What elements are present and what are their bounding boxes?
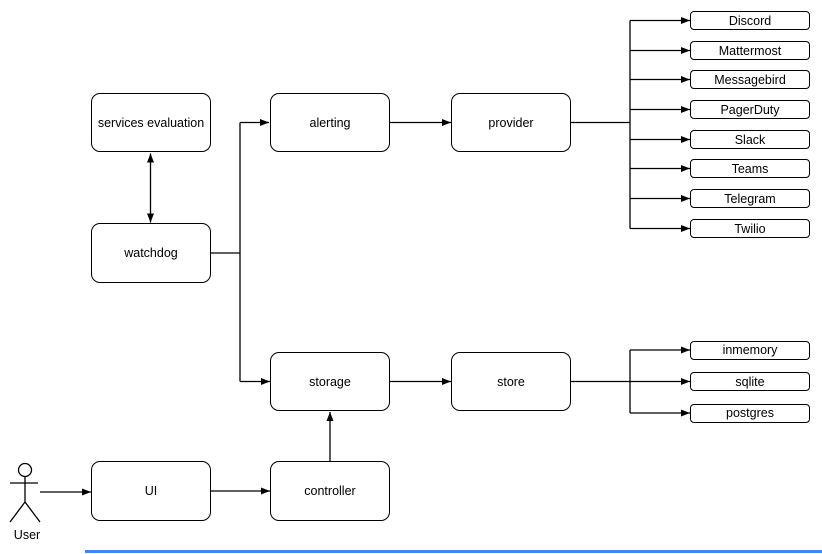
store-item-inmemory: inmemory [690,340,810,360]
edge-store-spine [571,350,631,413]
provider-item-mattermost: Mattermost [690,41,810,60]
actor-label: User [13,528,41,542]
provider-item-pagerduty-label: PagerDuty [720,102,780,117]
provider-item-twilio: Twilio [690,219,810,238]
provider-item-slack-label: Slack [734,132,766,147]
node-watchdog-label: watchdog [124,246,178,260]
provider-item-messagebird: Messagebird [690,70,810,89]
store-item-postgres-label: postgres [726,406,774,420]
node-store-label: store [497,374,525,389]
store-item-inmemory-label: inmemory [722,343,778,357]
node-storage-label: storage [309,374,351,389]
provider-item-messagebird-label: Messagebird [714,72,786,87]
edge-provider-spine [571,20,631,229]
provider-item-slack: Slack [690,130,810,149]
node-alerting-label: alerting [309,115,351,130]
node-store: store [451,352,571,411]
provider-item-discord-label: Discord [728,13,772,28]
bottom-accent-line [85,550,822,553]
node-ui: UI [91,461,211,521]
provider-item-telegram: Telegram [690,189,810,208]
node-provider: provider [451,93,571,152]
store-item-sqlite: sqlite [690,372,810,391]
provider-item-discord: Discord [690,11,810,30]
store-item-postgres: postgres [690,403,810,423]
node-services-evaluation-label: services evaluation [97,115,205,130]
node-watchdog: watchdog [91,223,211,283]
node-controller-label: controller [304,484,356,498]
node-provider-label: provider [488,115,534,130]
provider-item-teams-label: Teams [731,161,769,176]
edge-watchdog-trunk [211,122,241,382]
node-storage: storage [270,352,390,411]
provider-item-pagerduty: PagerDuty [690,100,810,119]
node-ui-label: UI [144,484,158,498]
provider-item-telegram-label: Telegram [724,191,776,206]
node-services-evaluation: services evaluation [91,93,211,152]
provider-item-twilio-label: Twilio [734,221,766,236]
user-actor-icon [9,462,41,523]
node-alerting: alerting [270,93,390,152]
provider-item-teams: Teams [690,159,810,178]
store-item-sqlite-label: sqlite [735,374,765,389]
provider-item-mattermost-label: Mattermost [718,43,782,58]
node-controller: controller [270,461,390,521]
